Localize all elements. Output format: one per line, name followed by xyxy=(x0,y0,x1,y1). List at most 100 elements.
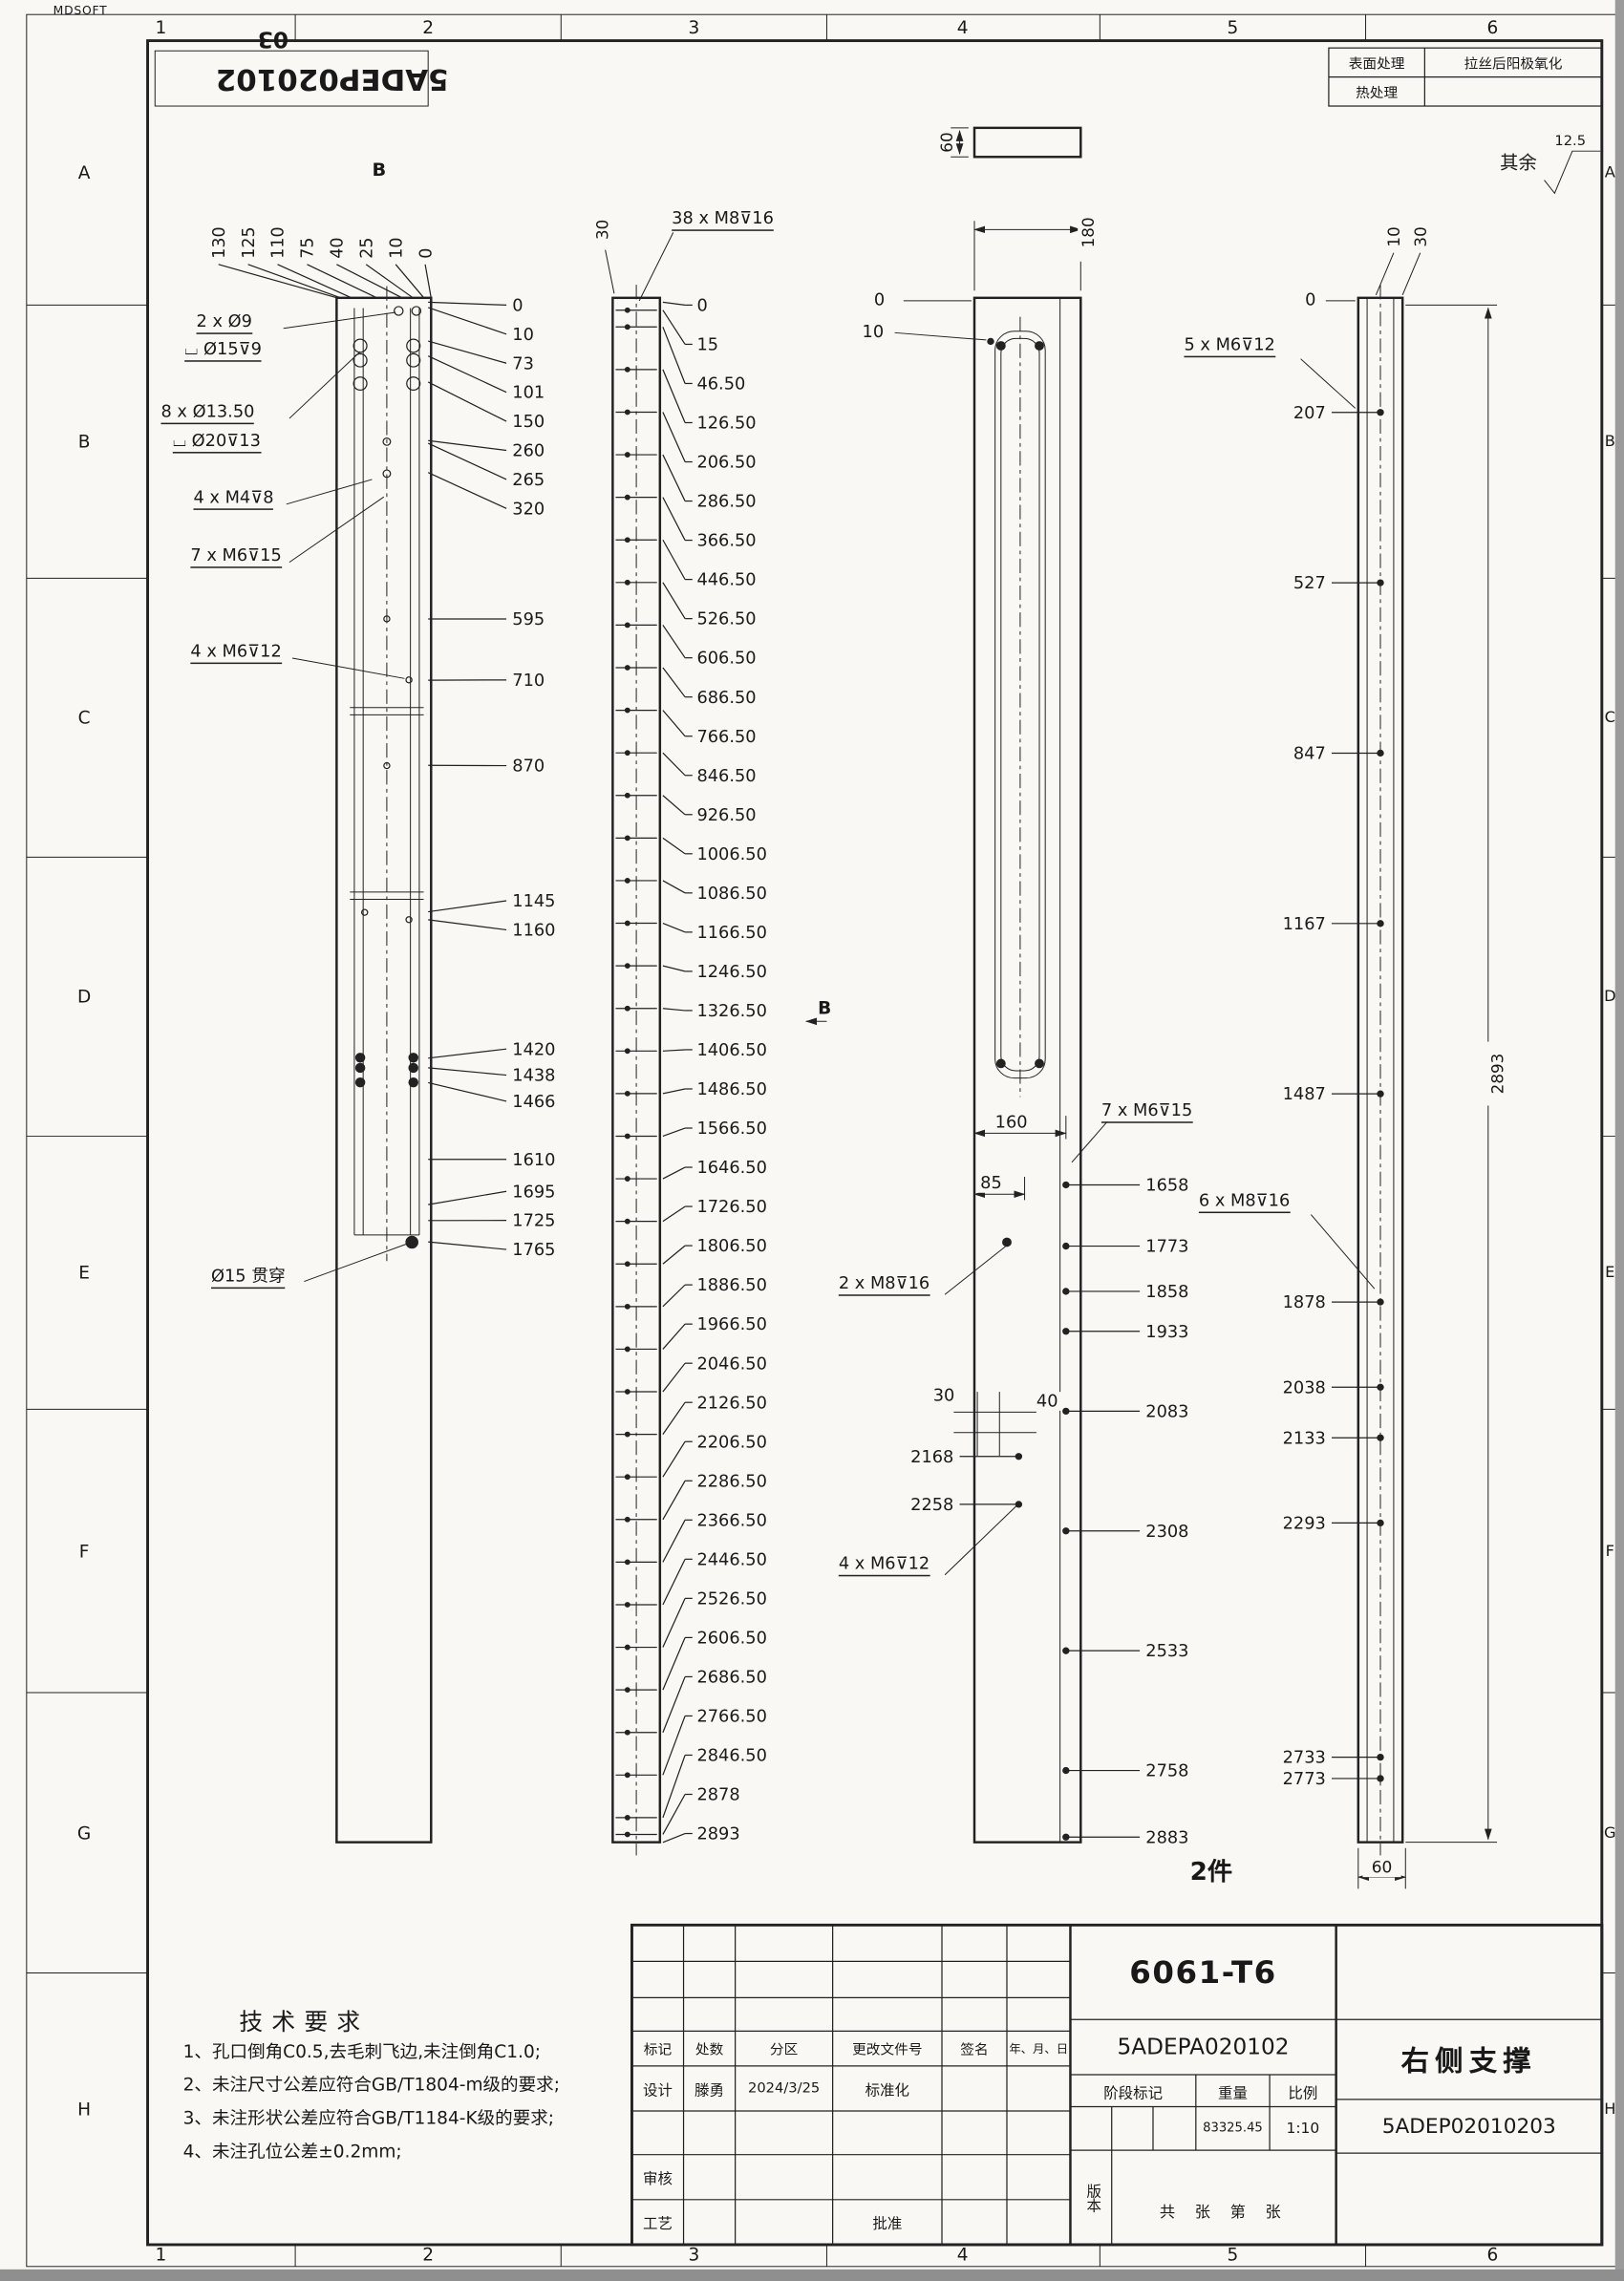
dim-label: 0 xyxy=(512,297,523,316)
callout-38xm8: 38 x M8⊽16 xyxy=(672,208,774,231)
scale-value: 1:10 xyxy=(1286,2120,1320,2137)
generated-dimensions: 0107310115026026532059571087011451160142… xyxy=(210,226,1384,1847)
dim-mark xyxy=(624,537,630,544)
dim-label: 1773 xyxy=(1145,1238,1188,1257)
tech-req-item-3: 3、未注形状公差应符合GB/T1184-K级的要求; xyxy=(182,2107,555,2129)
dim-label: 2883 xyxy=(1145,1828,1188,1847)
dim-mark xyxy=(1377,409,1384,416)
scan-edge-bottom xyxy=(0,2269,1624,2281)
dim-mark xyxy=(624,835,630,842)
dim-mark xyxy=(624,920,630,927)
view4-bottom-dim: 60 xyxy=(1362,1858,1401,1878)
rev-header-mark: 标记 xyxy=(643,2042,673,2059)
dim-mark xyxy=(218,264,337,299)
dim-label: 130 xyxy=(210,226,229,258)
dim-mark xyxy=(624,750,630,757)
dim-mark xyxy=(1377,1775,1384,1782)
dim-mark xyxy=(624,452,630,458)
dim-label: 526.50 xyxy=(696,610,756,629)
dim-label: 265 xyxy=(512,471,545,490)
dim-label: 1145 xyxy=(512,892,555,911)
dim-mark xyxy=(662,667,686,698)
dim-label: 686.50 xyxy=(696,689,756,708)
dim-label: 1658 xyxy=(1145,1177,1188,1196)
col-label-5-bottom: 5 xyxy=(1227,2244,1239,2266)
row-label-g-left: G xyxy=(76,1823,92,1844)
dim-label: 2526.50 xyxy=(696,1590,766,1609)
dim-mark xyxy=(662,539,686,580)
dim-mark xyxy=(662,837,686,855)
dim-mark xyxy=(624,1516,630,1523)
dim-mark xyxy=(365,264,414,299)
dim-label: 2446.50 xyxy=(696,1551,766,1570)
quantity-note: 2件 xyxy=(1189,1858,1233,1887)
dim-label: 110 xyxy=(269,226,288,258)
dim-mark xyxy=(428,301,507,307)
dim-label: 0 xyxy=(696,297,707,316)
dim-mark xyxy=(624,307,630,313)
callout-cbore-d15: ⌴ Ø15⊽9 xyxy=(184,339,262,362)
row-label-d-left: D xyxy=(76,986,92,1008)
part-number: 5ADEP02010203 xyxy=(1381,2114,1556,2139)
dim-label: 366.50 xyxy=(696,532,756,551)
dim-label: 2206.50 xyxy=(696,1433,766,1452)
dim-label: 846.50 xyxy=(696,767,756,786)
dim-mark xyxy=(662,309,686,345)
dim-label: 1326.50 xyxy=(696,1002,766,1021)
callout-7xm6-v3: 7 x M6⊽15 xyxy=(1100,1100,1193,1123)
dim-mark xyxy=(1062,1766,1070,1775)
dim-label: 606.50 xyxy=(696,650,756,669)
dim-mark xyxy=(1062,1181,1070,1189)
dim-mark xyxy=(427,307,507,335)
dim-mark xyxy=(1377,579,1384,586)
row-label-f-right: F xyxy=(1605,1543,1614,1561)
dim-mark xyxy=(662,1598,686,1648)
col-label-5-top: 5 xyxy=(1227,16,1239,37)
dim-mark xyxy=(307,264,377,299)
material-spec: 6061-T6 xyxy=(1129,1954,1277,1991)
callout-cbore-d20: ⌴ Ø20⊽13 xyxy=(172,431,261,454)
view4-top-dim-30: 30 xyxy=(1410,226,1430,247)
dim-mark xyxy=(428,1048,507,1059)
row-label-f-left: F xyxy=(78,1541,90,1563)
col-label-6-bottom: 6 xyxy=(1486,2244,1499,2266)
view3-outline xyxy=(972,296,1082,1844)
dim-label: 1695 xyxy=(512,1183,555,1202)
designer-name: 滕勇 xyxy=(694,2083,725,2100)
dim-mark xyxy=(427,381,507,422)
dim-mark xyxy=(662,1559,686,1606)
approve-label: 批准 xyxy=(872,2217,903,2233)
dim-mark xyxy=(428,1067,507,1077)
tech-req-item-1: 1、孔口倒角C0.5,去毛刺飞边,未注倒角C1.0; xyxy=(182,2041,541,2062)
heat-treatment-label: 热处理 xyxy=(1356,85,1399,102)
stamp-rev-flipped: 03 xyxy=(257,26,289,53)
dim-mark xyxy=(662,1832,686,1844)
dim-mark xyxy=(624,1261,630,1268)
callout-4xm6: 4 x M6⊽12 xyxy=(190,642,282,664)
dim-mark xyxy=(624,579,630,586)
dim-label: 1438 xyxy=(512,1067,555,1086)
scale-label: 比例 xyxy=(1288,2085,1318,2102)
dim-label: 1487 xyxy=(1283,1085,1326,1104)
view1-outline xyxy=(335,296,433,1844)
dim-label: 260 xyxy=(512,442,545,461)
dim-mark xyxy=(662,1205,686,1223)
dim-mark xyxy=(427,472,507,509)
col-label-3-top: 3 xyxy=(688,16,700,37)
dim-label: 2286.50 xyxy=(696,1472,766,1491)
dim-mark xyxy=(624,622,630,629)
dim-mark xyxy=(624,1303,630,1310)
dim-label: 1725 xyxy=(512,1212,555,1231)
dim-mark xyxy=(624,665,630,671)
dim-label: 1566.50 xyxy=(696,1119,766,1139)
dim-mark xyxy=(662,582,686,619)
dim-mark xyxy=(662,1794,686,1835)
dim-mark xyxy=(1015,1501,1023,1508)
dim-label: 286.50 xyxy=(696,493,756,512)
dim-mark xyxy=(1062,1407,1070,1416)
dim-label: 10 xyxy=(512,326,534,345)
row-label-g-right: G xyxy=(1604,1824,1616,1843)
dim-mark xyxy=(662,1323,686,1350)
finish-table-grid xyxy=(1328,48,1602,107)
dim-label: 2293 xyxy=(1283,1515,1326,1534)
